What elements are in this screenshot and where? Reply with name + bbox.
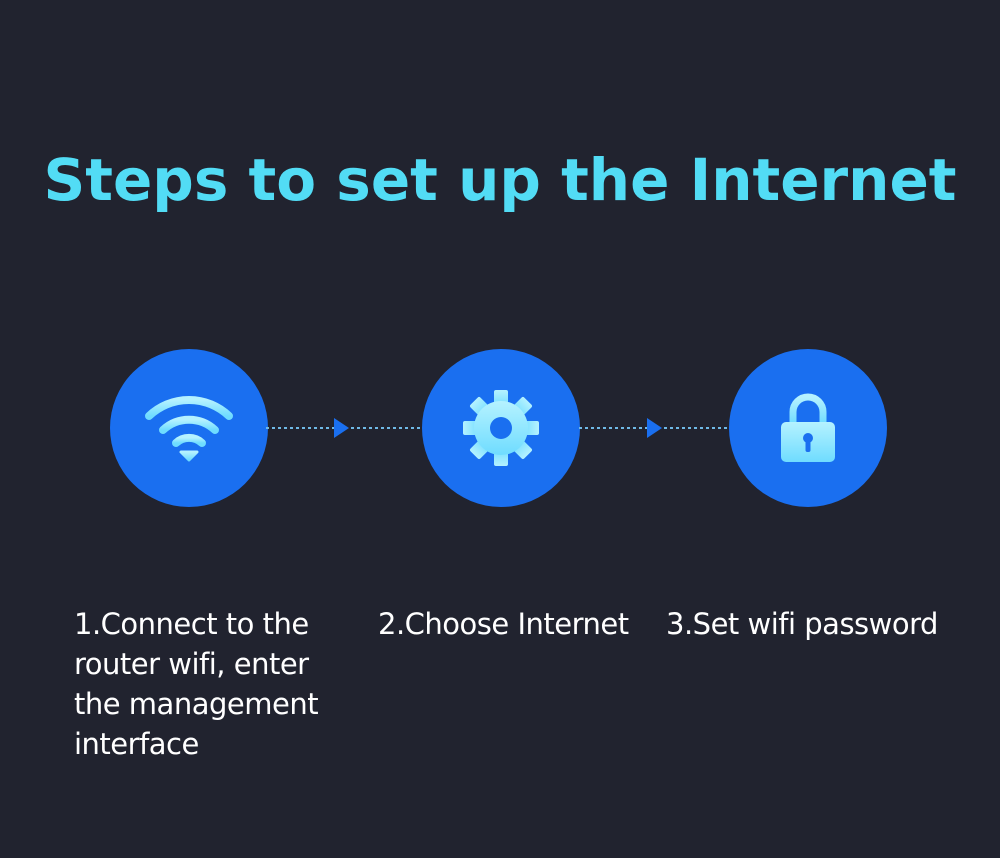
step-3-label-text: 3.Set wifi password <box>666 607 938 641</box>
connector-arrow-2 <box>579 418 731 438</box>
step-1-label-text: 1.Connect to the router wifi, enter the … <box>74 607 319 761</box>
step-3-circle <box>729 349 887 507</box>
step-2-label: 2.Choose Internet <box>378 604 658 644</box>
page-title: Steps to set up the Internet <box>43 146 957 214</box>
step-1-label: 1.Connect to the router wifi, enter the … <box>74 604 354 764</box>
step-2-label-text: 2.Choose Internet <box>378 607 629 641</box>
step-2-circle <box>422 349 580 507</box>
step-1-circle <box>110 349 268 507</box>
gear-icon <box>463 390 539 466</box>
connector-arrow-1 <box>266 418 424 438</box>
wifi-icon <box>145 396 233 462</box>
lock-icon <box>781 393 835 462</box>
step-3-label: 3.Set wifi password <box>666 604 986 644</box>
